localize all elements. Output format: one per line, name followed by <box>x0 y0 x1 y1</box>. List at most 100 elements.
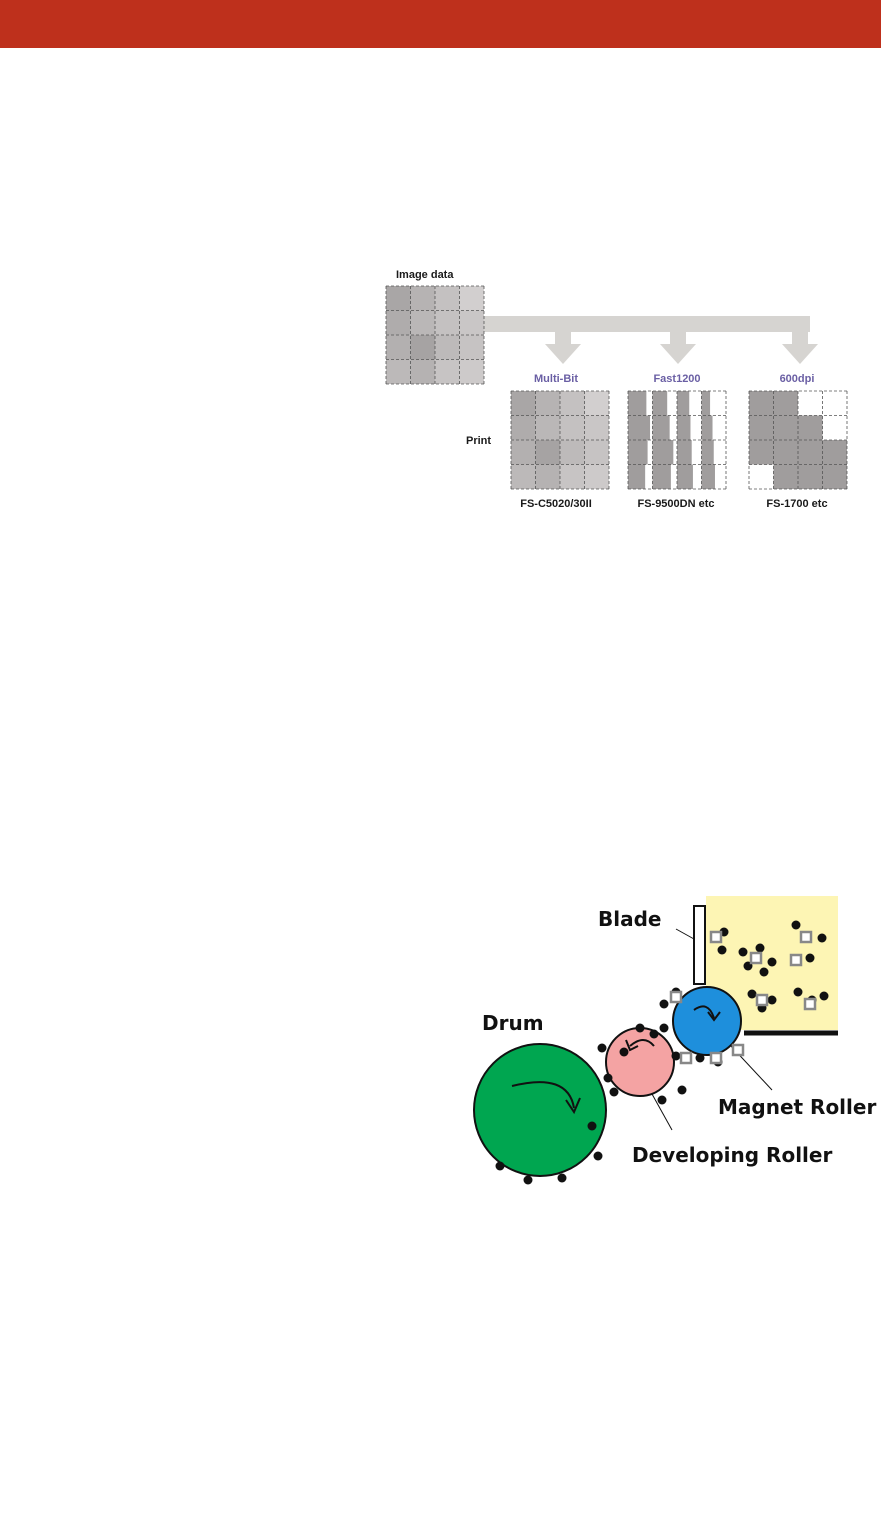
fast1200-print-grid <box>627 390 727 490</box>
grid-cell <box>652 440 674 465</box>
developing-roller <box>605 1027 675 1097</box>
arrow-stem-600dpi <box>792 326 808 344</box>
toner-dot <box>657 1095 667 1105</box>
grid-cell <box>435 335 460 360</box>
toner-dot <box>597 1043 607 1053</box>
developing-roller-rotation-arrow <box>629 1039 655 1047</box>
grid-cell <box>584 440 609 465</box>
method-label-fast1200: Fast1200 <box>653 373 700 385</box>
toner-dot <box>677 1085 687 1095</box>
toner-dot <box>767 957 777 967</box>
grid-cell <box>798 464 823 489</box>
carrier-particle <box>679 1051 693 1065</box>
grid-cell <box>677 391 690 416</box>
carrier-particle <box>749 951 763 965</box>
print-label: Print <box>466 435 491 447</box>
flow-arrows <box>484 316 818 364</box>
toner-dot <box>805 953 815 963</box>
arrow-stem-multibit <box>555 326 571 344</box>
developing-roller-label: Developing Roller <box>632 1143 832 1167</box>
toner-dot <box>738 947 748 957</box>
grid-cell <box>652 415 670 440</box>
grid-cell <box>410 359 435 384</box>
toner-dot <box>767 995 777 1005</box>
grid-cell <box>822 464 847 489</box>
image-data-grid <box>385 285 485 385</box>
toner-dot <box>717 945 727 955</box>
grid-cell <box>459 310 484 335</box>
grid-cell <box>701 415 713 440</box>
toner-dot <box>817 933 827 943</box>
toner-dot <box>619 1047 629 1057</box>
method-label-600dpi: 600dpi <box>780 373 815 385</box>
grid-cell <box>652 391 668 416</box>
grid-cell <box>677 440 692 465</box>
toner-dot <box>495 1161 505 1171</box>
grid-cell <box>560 391 585 416</box>
model-label-600dpi: FS-1700 etc <box>766 498 827 510</box>
toner-dot <box>649 1029 659 1039</box>
grid-cell <box>628 391 647 416</box>
grid-cell <box>535 391 560 416</box>
magnet-roller-label: Magnet Roller <box>718 1095 876 1119</box>
grid-cell <box>511 464 536 489</box>
grid-cell <box>822 440 847 465</box>
blade-label: Blade <box>598 907 661 931</box>
grid-cell <box>773 440 798 465</box>
grid-cell <box>435 286 460 311</box>
carrier-particle <box>803 997 817 1011</box>
grid-cell <box>386 335 411 360</box>
toner-dot <box>755 943 765 953</box>
toner-dot <box>747 989 757 999</box>
arrow-head-multibit <box>545 344 581 364</box>
grid-cell <box>584 391 609 416</box>
grid-cell <box>560 464 585 489</box>
grid-cell <box>798 415 823 440</box>
grid-cell <box>773 464 798 489</box>
600dpi-print-grid <box>748 390 848 490</box>
drum <box>473 1043 607 1177</box>
grid-cell <box>773 415 798 440</box>
toner-dot <box>557 1173 567 1183</box>
toner-dot <box>671 1051 681 1061</box>
drum-rotation-arrow <box>511 1081 575 1109</box>
toner-dot <box>603 1073 613 1083</box>
blade-leader-line <box>675 928 695 940</box>
magnet-roller-arrowhead <box>707 1011 721 1022</box>
magnet-roller-rotation-arrow <box>693 1005 715 1019</box>
grid-cell <box>511 440 536 465</box>
grid-cell <box>798 391 823 416</box>
toner-particles <box>495 920 829 1185</box>
toner-dot <box>635 1023 645 1033</box>
grid-cell <box>628 440 648 465</box>
multi-bit-print-grid <box>510 390 610 490</box>
grid-cell <box>459 359 484 384</box>
developing-roller-arrowhead <box>625 1039 639 1052</box>
carrier-particle <box>755 993 769 1007</box>
toner-dot <box>791 920 801 930</box>
toner-dot <box>587 1121 597 1131</box>
grid-cell <box>628 415 651 440</box>
carrier-particle <box>789 953 803 967</box>
grid-cell <box>410 286 435 311</box>
carrier-particle <box>669 990 683 1004</box>
grid-cell <box>535 440 560 465</box>
grid-cell <box>701 464 715 489</box>
grid-cell <box>560 415 585 440</box>
grid-cell <box>386 359 411 384</box>
grid-cell <box>798 440 823 465</box>
toner-dot <box>593 1151 603 1161</box>
blade <box>693 905 706 985</box>
grid-cell <box>511 391 536 416</box>
grid-cell <box>749 440 774 465</box>
carrier-particle <box>731 1043 745 1057</box>
grid-cell <box>386 310 411 335</box>
grid-cell <box>535 415 560 440</box>
carrier-particle <box>709 930 723 944</box>
developing-roller-leader-line <box>651 1093 673 1131</box>
grid-cell <box>701 440 714 465</box>
header-bar <box>0 0 881 48</box>
grid-cell <box>822 415 847 440</box>
grid-cell <box>410 335 435 360</box>
grid-cell <box>584 415 609 440</box>
